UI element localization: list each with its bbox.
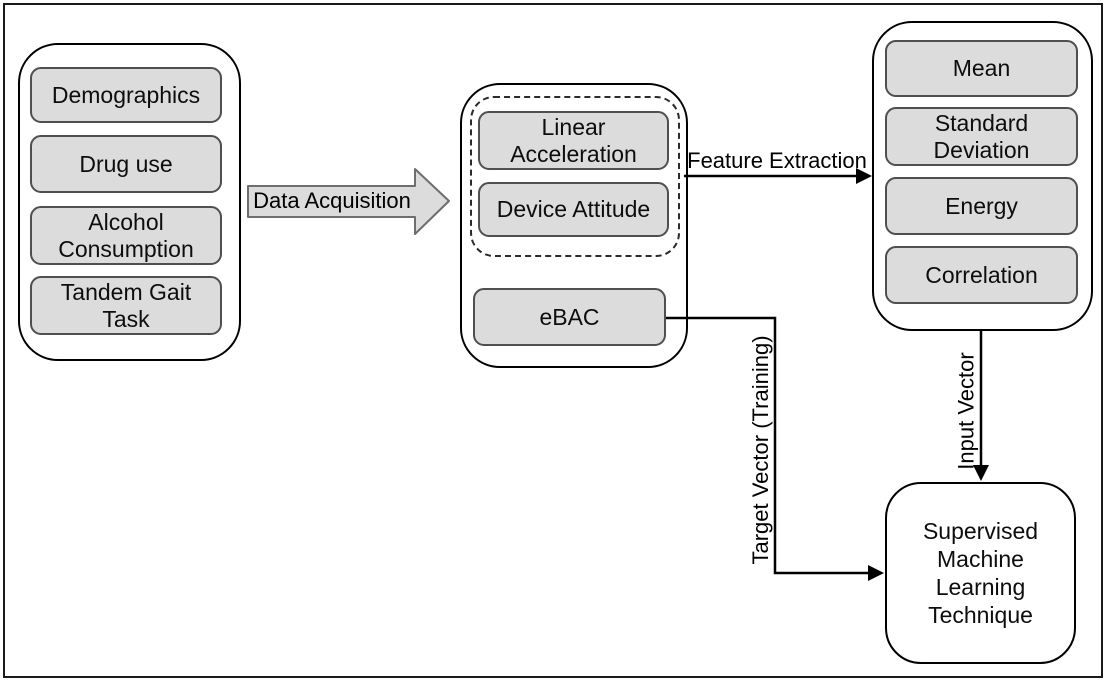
target-vector-line — [666, 316, 872, 575]
input-vector-arrowhead-icon — [973, 465, 989, 481]
source-box-alcohol-consumption: Alcohol Consumption — [30, 206, 222, 265]
sensor-box-linear-acceleration: Linear Acceleration — [478, 111, 669, 170]
target-vector-label: Target Vector (Training) — [748, 335, 773, 565]
feature-extraction-label: Feature Extraction — [687, 148, 867, 173]
feature-box-correlation: Correlation — [885, 246, 1078, 304]
outer-frame — [3, 3, 1103, 678]
ebac-box: eBAC — [473, 288, 666, 346]
target-vector-arrowhead-icon — [868, 565, 884, 581]
feature-box-energy: Energy — [885, 177, 1078, 235]
source-box-drug-use: Drug use — [30, 135, 222, 193]
source-box-demographics: Demographics — [30, 67, 222, 123]
data-acquisition-label: Data Acquisition — [253, 188, 411, 213]
supervised-ml-box: Supervised Machine Learning Technique — [885, 482, 1076, 664]
source-box-tandem-gait-task: Tandem Gait Task — [30, 276, 222, 335]
sensor-box-device-attitude: Device Attitude — [478, 182, 669, 237]
input-vector-label: Input Vector — [953, 352, 979, 470]
motion-sensors-dashed-box — [470, 96, 680, 257]
data-acquisition-block-arrow-icon — [247, 168, 450, 235]
feature-box-mean: Mean — [885, 40, 1078, 97]
feature-box-standard-deviation: Standard Deviation — [885, 107, 1078, 166]
feature-extraction-arrowhead-icon — [856, 168, 872, 184]
